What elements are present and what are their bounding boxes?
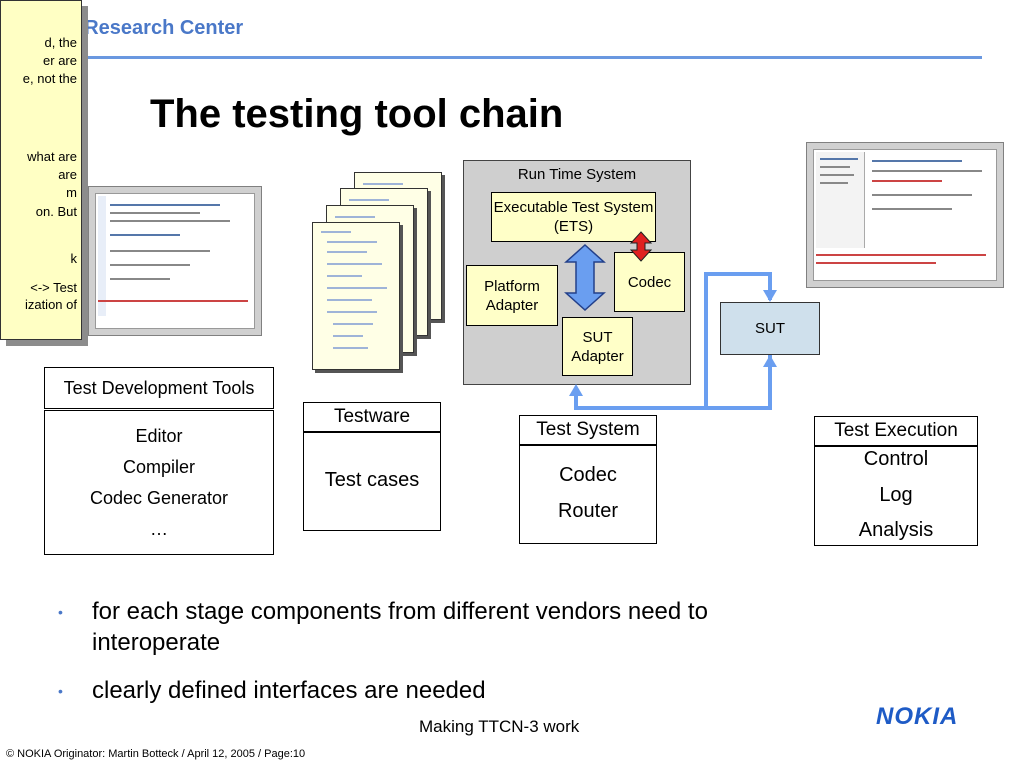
- note-line: are: [58, 167, 77, 182]
- arrow-head-icon: [763, 355, 777, 367]
- list-item: Codec Generator: [89, 488, 229, 508]
- test-execution-list: Control Log Analysis: [814, 446, 978, 546]
- footer-center-text: Making TTCN-3 work: [419, 717, 580, 736]
- nokia-logo: NOKIA: [876, 703, 959, 730]
- sut-adapter-box: SUT Adapter: [562, 317, 633, 376]
- bullet-dot-icon: •: [58, 683, 63, 699]
- note-line: m: [66, 185, 77, 200]
- note-line: on. But: [35, 204, 77, 219]
- ets-box: Executable Test System (ETS): [491, 192, 656, 242]
- test-dev-tools-list: Editor Compiler Codec Generator …: [44, 410, 274, 555]
- list-item: Control: [863, 448, 929, 470]
- note-line: k: [70, 251, 78, 266]
- note-line: er are: [43, 53, 77, 68]
- header-rule: [62, 56, 982, 59]
- list-item: Test cases: [324, 469, 420, 491]
- arrow-head-icon: [763, 290, 777, 302]
- note-line: d, the: [44, 35, 77, 50]
- test-dev-tools-title: Test Development Tools: [44, 367, 274, 409]
- test-case-page: [312, 222, 400, 370]
- codec-box: Codec: [614, 252, 685, 312]
- platform-adapter-box: Platform Adapter: [466, 265, 558, 326]
- bullet-text: clearly defined interfaces are needed: [92, 677, 486, 704]
- list-item: Codec: [559, 464, 617, 486]
- connector-line: [706, 355, 772, 410]
- header-title: ia Research Center: [62, 17, 244, 39]
- list-item: …: [150, 519, 168, 539]
- bullet-dot-icon: •: [58, 604, 63, 620]
- bullet-item: • clearly defined interfaces are needed: [58, 675, 738, 706]
- footer-copyright: © NOKIA Originator: Martin Botteck / Apr…: [6, 748, 306, 760]
- runtime-system-label: Run Time System: [517, 166, 637, 183]
- list-item: Compiler: [122, 457, 196, 477]
- double-arrow-icon: [629, 231, 653, 262]
- note-line: e, not the: [22, 71, 77, 86]
- testware-list: Test cases: [303, 432, 441, 531]
- arrow-head-icon: [569, 384, 583, 396]
- double-arrow-icon: [564, 243, 606, 312]
- slide-title: The testing tool chain: [150, 92, 564, 136]
- list-item: Analysis: [858, 519, 934, 541]
- test-execution-title: Test Execution: [814, 416, 978, 446]
- note-line: what are: [27, 149, 77, 164]
- test-system-list: Codec Router: [519, 445, 657, 544]
- list-item: Log: [879, 484, 913, 506]
- bullet-text: for each stage components from different…: [92, 598, 708, 656]
- tool-screenshot-right: [806, 142, 1004, 288]
- list-item: Editor: [135, 426, 183, 446]
- bullet-item: • for each stage components from differe…: [58, 596, 738, 658]
- note-line: ization of: [24, 297, 77, 312]
- connector-line: [574, 272, 772, 410]
- tool-screenshot-left: [88, 186, 262, 336]
- sut-box: SUT: [720, 302, 820, 355]
- testware-title: Testware: [303, 402, 441, 432]
- test-system-title: Test System: [519, 415, 657, 445]
- sticky-note: d, the er are e, not the what are are m …: [0, 0, 82, 340]
- list-item: Router: [557, 500, 619, 522]
- note-line: <-> Test: [30, 280, 77, 295]
